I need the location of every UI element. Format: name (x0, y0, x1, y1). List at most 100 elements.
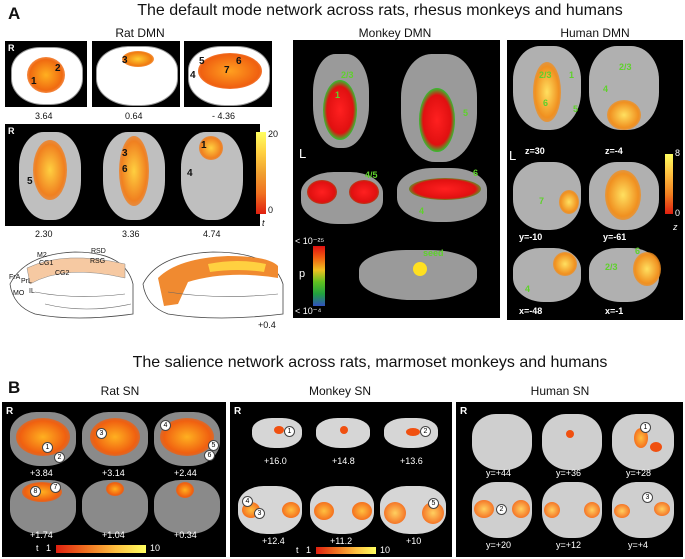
rat-axial-5: 5 (27, 176, 33, 187)
monkey-colorbar-bottom: < 10⁻⁴ (295, 306, 322, 316)
atlas-fra: FrA (9, 274, 21, 281)
human-coord-5: x=-48 (519, 306, 543, 316)
atlas-il: IL (29, 288, 35, 295)
rat-sn-colorbar (56, 545, 146, 553)
rat-sn-panel: R 1 2 3 4 5 6 +3.84 +3.14 +2.44 8 7 +1.7… (2, 402, 226, 557)
rat-sn-coord-3: +2.44 (174, 468, 197, 478)
rat-sn-title: Rat SN (100, 384, 140, 398)
rat-sn-cb-unit: t (36, 543, 39, 553)
monkey-region-5: 5 (463, 108, 469, 118)
human-coord-1: z=30 (525, 146, 545, 156)
monkey-colorbar (313, 246, 325, 306)
human-sn-coord-2: y=+36 (556, 468, 582, 478)
rat-axial-6: 6 (122, 164, 128, 175)
rat-colorbar-unit: t (262, 218, 265, 228)
human-region-6-a: 6 (543, 98, 549, 108)
rat-region-2: 2 (55, 63, 61, 74)
rat-region-1: 1 (31, 76, 37, 87)
human-sn-coord-4: y=+20 (486, 540, 512, 550)
human-orientation: L (509, 148, 517, 163)
rat-sn-coord-2: +3.14 (102, 468, 125, 478)
rat-dmn-title: Rat DMN (115, 26, 165, 40)
monkey-region-1: 1 (335, 90, 341, 100)
rat-region-7: 7 (224, 65, 230, 76)
rat-sn-coord-5: +1.04 (102, 530, 125, 540)
human-region-4-b: 4 (525, 284, 531, 294)
atlas-cg1: CG1 (39, 260, 54, 267)
human-sn-orientation: R (460, 406, 468, 417)
monkey-sn-coord-5: +11.2 (330, 536, 353, 546)
monkey-dmn-panel: 2/3 1 5 L 4/5 6 4 < 10⁻²⁵ p < 10⁻⁴ seed (293, 40, 500, 318)
monkey-sn-colorbar (316, 547, 376, 554)
monkey-sn-cb-min: 1 (306, 545, 312, 555)
human-region-7: 7 (539, 196, 545, 206)
human-sn-panel: R 1 y=+44 y=+36 y=+28 2 3 y=+20 y=+12 y=… (456, 402, 683, 557)
human-region-2-3-a: 2/3 (539, 70, 552, 80)
human-region-6-b: 6 (635, 246, 641, 256)
rat-sn-cb-max: 10 (150, 543, 161, 553)
human-region-1-a: 1 (569, 70, 575, 80)
human-coord-3: y=-10 (519, 232, 543, 242)
slice-label-1: 3.64 (35, 111, 53, 121)
rat-sagittal-activation (138, 244, 286, 326)
monkey-dmn-title: Monkey DMN (358, 26, 432, 40)
rat-dmn-colorbar (256, 132, 266, 214)
orientation-label: R (8, 43, 15, 53)
rat-sn-coord-4: +1.74 (30, 530, 53, 540)
monkey-sn-orientation: R (234, 406, 242, 417)
human-sn-coord-5: y=+12 (556, 540, 582, 550)
monkey-region-4-5: 4/5 (365, 170, 378, 180)
rat-region-6: 6 (236, 56, 242, 67)
rat-axial-4: 4 (187, 168, 193, 179)
monkey-colorbar-top: < 10⁻²⁵ (295, 236, 325, 246)
human-colorbar-unit: z (673, 222, 678, 232)
atlas-prl: PrL (21, 278, 32, 285)
panel-b-letter: B (8, 378, 21, 397)
human-dmn-panel: 2/3 1 5 6 4 2/3 L z=30 z=-4 7 y=-10 y=-6… (507, 40, 683, 320)
seed-label: seed (423, 248, 444, 258)
monkey-colorbar-mid: p (299, 268, 306, 280)
monkey-sn-cb-unit: t (296, 545, 299, 555)
monkey-sn-coord-2: +14.8 (332, 456, 355, 466)
rat-colorbar-max: 20 (268, 129, 279, 139)
slice-label-2: 0.64 (125, 111, 143, 121)
atlas-m2: M2 (37, 252, 47, 259)
human-region-4-a: 4 (603, 84, 609, 94)
axial-label-2: 3.36 (122, 229, 140, 239)
monkey-orientation: L (299, 146, 307, 161)
sagittal-label: +0.4 (258, 320, 276, 330)
rat-colorbar-min: 0 (268, 205, 274, 215)
rat-region-4: 4 (190, 70, 196, 81)
monkey-sn-panel: R 1 2 +16.0 +14.8 +13.6 4 3 5 +12.4 +11.… (230, 402, 452, 557)
monkey-sn-cb-max: 10 (380, 545, 391, 555)
human-coord-2: z=-4 (605, 146, 623, 156)
monkey-sn-coord-4: +12.4 (262, 536, 285, 546)
rat-region-5: 5 (199, 56, 205, 67)
human-colorbar-max: 8 (675, 148, 681, 158)
human-coord-4: y=-61 (603, 232, 627, 242)
rat-sn-cb-min: 1 (46, 543, 52, 553)
panel-b-title: The salience network across rats, marmos… (132, 354, 608, 371)
atlas-rsg: RSG (90, 258, 106, 265)
monkey-sn-coord-3: +13.6 (400, 456, 423, 466)
rat-sagittal-atlas: M2 CG1 RSG RSD CG2 FrA PrL MO IL (5, 244, 135, 326)
human-sn-coord-1: y=+44 (486, 468, 512, 478)
slice-label-3: - 4.36 (212, 111, 236, 121)
axial-label-1: 2.30 (35, 229, 53, 239)
human-coord-6: x=-1 (605, 306, 624, 316)
orientation-label: R (8, 126, 15, 136)
rat-axial-1: 1 (201, 140, 207, 151)
human-region-2-3-c: 2/3 (605, 262, 618, 272)
rat-coronal-slice-2: 3 (92, 41, 180, 107)
atlas-cg2: CG2 (55, 270, 70, 277)
human-sn-title: Human SN (530, 384, 590, 398)
human-dmn-title: Human DMN (560, 26, 630, 40)
monkey-region-4: 4 (419, 206, 425, 216)
rat-region-3: 3 (122, 55, 128, 66)
human-colorbar-min: 0 (675, 208, 681, 218)
human-region-2-3-b: 2/3 (619, 62, 632, 72)
atlas-mo: MO (13, 290, 25, 297)
rat-sn-coord-6: +0.34 (174, 530, 197, 540)
axial-label-3: 4.74 (203, 229, 221, 239)
human-region-5: 5 (573, 104, 579, 114)
